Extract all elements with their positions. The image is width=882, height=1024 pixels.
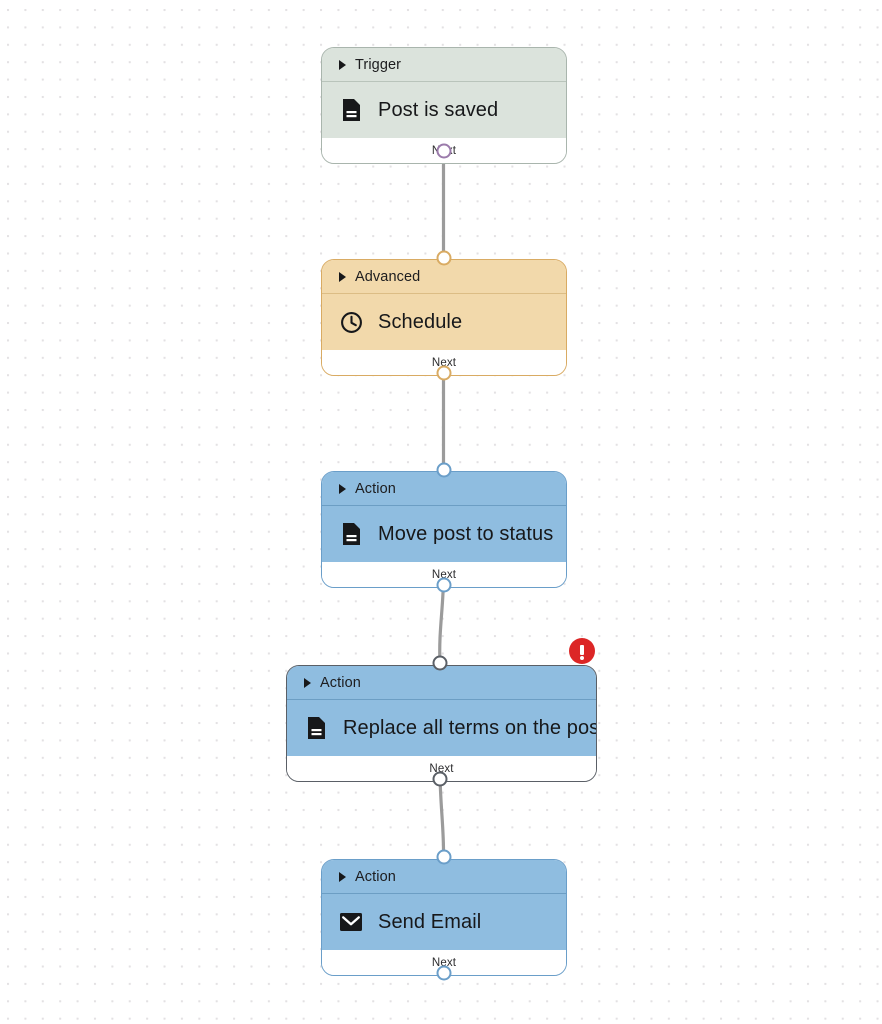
document-icon	[339, 522, 363, 546]
chevron-right-icon[interactable]	[339, 871, 346, 882]
node-kind-label: Action	[355, 868, 396, 885]
error-exclamation-icon	[579, 644, 585, 660]
node-header[interactable]: Trigger	[322, 48, 566, 82]
document-icon	[339, 98, 363, 122]
workflow-node-action-send-email[interactable]: Action Send Email Next	[321, 859, 567, 976]
input-port-action-replace-terms[interactable]	[432, 655, 448, 671]
output-port-advanced[interactable]	[436, 365, 451, 381]
workflow-node-action-move-post[interactable]: Action Move post to status Next	[321, 471, 567, 588]
node-kind-label: Advanced	[355, 268, 421, 285]
node-header[interactable]: Action	[322, 472, 566, 506]
node-kind-label: Action	[355, 480, 396, 497]
node-header[interactable]: Action	[322, 860, 566, 894]
node-body[interactable]: Post is saved	[322, 82, 566, 138]
chevron-right-icon[interactable]	[339, 483, 346, 494]
node-body[interactable]: Send Email	[322, 894, 566, 950]
node-header[interactable]: Advanced	[322, 260, 566, 294]
input-port-advanced[interactable]	[436, 250, 451, 266]
node-title: Replace all terms on the post	[343, 716, 597, 739]
node-title: Move post to status	[378, 522, 554, 545]
workflow-node-advanced[interactable]: Advanced Schedule Next	[321, 259, 567, 376]
envelope-icon	[339, 910, 363, 934]
node-title: Post is saved	[378, 98, 499, 121]
node-title: Schedule	[378, 310, 463, 333]
node-error-badge[interactable]	[569, 638, 595, 664]
chevron-right-icon[interactable]	[304, 677, 311, 688]
node-body[interactable]: Move post to status	[322, 506, 566, 562]
clock-icon	[339, 310, 363, 334]
output-port-trigger[interactable]	[436, 143, 451, 159]
node-body[interactable]: Replace all terms on the post	[287, 700, 596, 756]
input-port-action-send-email[interactable]	[436, 849, 451, 865]
workflow-node-action-replace-terms[interactable]: Action Replace all terms on the post Nex…	[286, 665, 597, 782]
output-port-action-replace-terms[interactable]	[432, 771, 448, 787]
chevron-right-icon[interactable]	[339, 59, 346, 70]
document-icon	[304, 716, 328, 740]
node-kind-label: Trigger	[355, 56, 402, 73]
node-kind-label: Action	[320, 674, 361, 691]
workflow-node-trigger[interactable]: Trigger Post is saved Next	[321, 47, 567, 164]
output-port-action-move-post[interactable]	[436, 577, 451, 593]
node-body[interactable]: Schedule	[322, 294, 566, 350]
chevron-right-icon[interactable]	[339, 271, 346, 282]
node-title: Send Email	[378, 910, 482, 933]
input-port-action-move-post[interactable]	[436, 462, 451, 478]
node-header[interactable]: Action	[287, 666, 596, 700]
output-port-action-send-email[interactable]	[436, 965, 451, 981]
